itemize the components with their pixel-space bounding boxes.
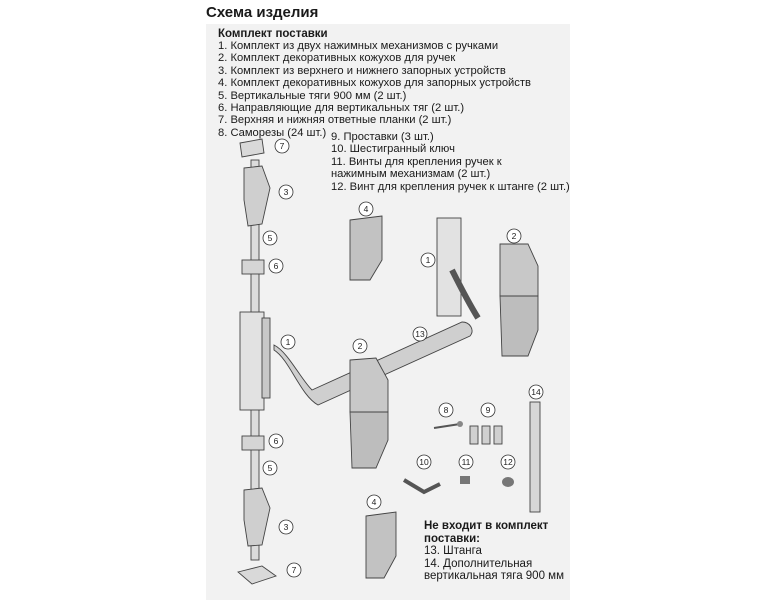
callout-2-center: 2 bbox=[352, 338, 368, 354]
svg-text:4: 4 bbox=[372, 497, 377, 507]
callout-4-top: 4 bbox=[358, 201, 374, 217]
push-mechanism-right bbox=[436, 217, 462, 317]
handle-cover-right bbox=[499, 243, 539, 357]
screw bbox=[433, 423, 461, 429]
kit-heading: Комплект поставки bbox=[218, 28, 328, 40]
lock-cover-top bbox=[349, 215, 383, 281]
callout-13: 13 bbox=[412, 326, 428, 342]
callout-8: 8 bbox=[438, 402, 454, 418]
lock-top bbox=[243, 165, 271, 227]
kit-list: 1. Комплект из двух нажимных механизмов … bbox=[218, 40, 531, 139]
strike-plate-top bbox=[239, 138, 265, 158]
callout-7-bottom: 7 bbox=[286, 562, 302, 578]
lock-bottom bbox=[243, 487, 271, 547]
spacer bbox=[469, 425, 479, 445]
extra-vertical-rod bbox=[529, 401, 541, 513]
handle-screw bbox=[460, 476, 470, 484]
svg-text:4: 4 bbox=[364, 204, 369, 214]
bar-screw bbox=[502, 477, 514, 487]
kit-item: 9. Проставки (3 шт.) bbox=[331, 131, 434, 143]
screw-head bbox=[457, 421, 463, 427]
svg-text:11: 11 bbox=[462, 457, 471, 467]
kit-item: 10. Шестигранный ключ bbox=[331, 143, 455, 156]
svg-text:5: 5 bbox=[268, 233, 273, 243]
not-included-note: Не входит в комплект поставки: 13. Штанг… bbox=[424, 520, 564, 583]
callout-1-left: 1 bbox=[280, 334, 296, 350]
spacer bbox=[493, 425, 503, 445]
vertical-rod-assembly bbox=[237, 138, 277, 585]
svg-text:1: 1 bbox=[286, 337, 291, 347]
callout-2-right: 2 bbox=[506, 228, 522, 244]
not-included-item: 14. Дополнительная bbox=[424, 557, 533, 570]
callout-5-bottom: 5 bbox=[262, 460, 278, 476]
not-included-item: вертикальная тяга 900 мм bbox=[424, 570, 564, 583]
strike-plate-bottom bbox=[237, 565, 277, 585]
hex-key bbox=[402, 478, 441, 495]
kit-item: 12. Винт для крепления ручек к штанге (2… bbox=[331, 180, 570, 193]
callout-1-right: 1 bbox=[420, 252, 436, 268]
spacer bbox=[481, 425, 491, 445]
kit-item: 8. Саморезы (24 шт.) bbox=[218, 126, 327, 139]
callout-10: 10 bbox=[416, 454, 432, 470]
callout-9: 9 bbox=[480, 402, 496, 418]
page-title: Схема изделия bbox=[206, 4, 319, 21]
svg-text:2: 2 bbox=[358, 341, 363, 351]
svg-text:13: 13 bbox=[415, 329, 425, 339]
svg-text:14: 14 bbox=[531, 387, 541, 397]
svg-text:6: 6 bbox=[274, 261, 279, 271]
svg-text:6: 6 bbox=[274, 436, 279, 446]
svg-text:5: 5 bbox=[268, 463, 273, 473]
svg-text:9: 9 bbox=[486, 405, 491, 415]
svg-text:7: 7 bbox=[292, 565, 297, 575]
callout-12: 12 bbox=[500, 454, 516, 470]
callout-7-top: 7 bbox=[274, 138, 290, 154]
svg-text:2: 2 bbox=[512, 231, 517, 241]
svg-text:10: 10 bbox=[419, 457, 429, 467]
kit-item: 3. Комплект из верхнего и нижнего запорн… bbox=[218, 64, 506, 77]
callout-5-top: 5 bbox=[262, 230, 278, 246]
svg-text:8: 8 bbox=[444, 405, 449, 415]
callout-3-top: 3 bbox=[278, 184, 294, 200]
callout-14: 14 bbox=[528, 384, 544, 400]
not-included-heading-2: поставки: bbox=[424, 532, 480, 545]
callout-6-bottom: 6 bbox=[268, 433, 284, 449]
push-mechanism-left bbox=[239, 311, 265, 411]
not-included-item: 13. Штанга bbox=[424, 545, 482, 558]
kit-list-continued: 9. Проставки (3 шт.) 10. Шестигранный кл… bbox=[331, 131, 570, 193]
kit-item: 1. Комплект из двух нажимных механизмов … bbox=[218, 40, 499, 52]
svg-text:7: 7 bbox=[280, 141, 285, 151]
rod-guide-bottom bbox=[241, 435, 265, 451]
svg-text:1: 1 bbox=[426, 255, 431, 265]
kit-item: 11. Винты для крепления ручек к bbox=[331, 155, 502, 168]
kit-item: 6. Направляющие для вертикальных тяг (2 … bbox=[218, 102, 465, 115]
callout-3-bottom: 3 bbox=[278, 519, 294, 535]
lock-cover-bottom bbox=[365, 511, 397, 579]
callout-4-bottom: 4 bbox=[366, 494, 382, 510]
kit-item: нажимным механизмам (2 шт.) bbox=[331, 168, 491, 181]
not-included-heading: Не входит в комплект bbox=[424, 520, 549, 532]
handle-cover-center bbox=[349, 357, 389, 469]
svg-text:3: 3 bbox=[284, 187, 289, 197]
callout-6-top: 6 bbox=[268, 258, 284, 274]
kit-item: 5. Вертикальные тяги 900 мм (2 шт.) bbox=[218, 89, 407, 102]
svg-text:3: 3 bbox=[284, 522, 289, 532]
handle-arm-right bbox=[449, 268, 481, 320]
callout-11: 11 bbox=[458, 454, 474, 470]
kit-item: 7. Верхняя и нижняя ответные планки (2 ш… bbox=[218, 114, 452, 127]
kit-item: 2. Комплект декоративных кожухов для руч… bbox=[218, 52, 456, 65]
kit-item: 4. Комплект декоративных кожухов для зап… bbox=[218, 77, 531, 90]
svg-text:12: 12 bbox=[503, 457, 513, 467]
rod-guide-top bbox=[241, 259, 265, 275]
